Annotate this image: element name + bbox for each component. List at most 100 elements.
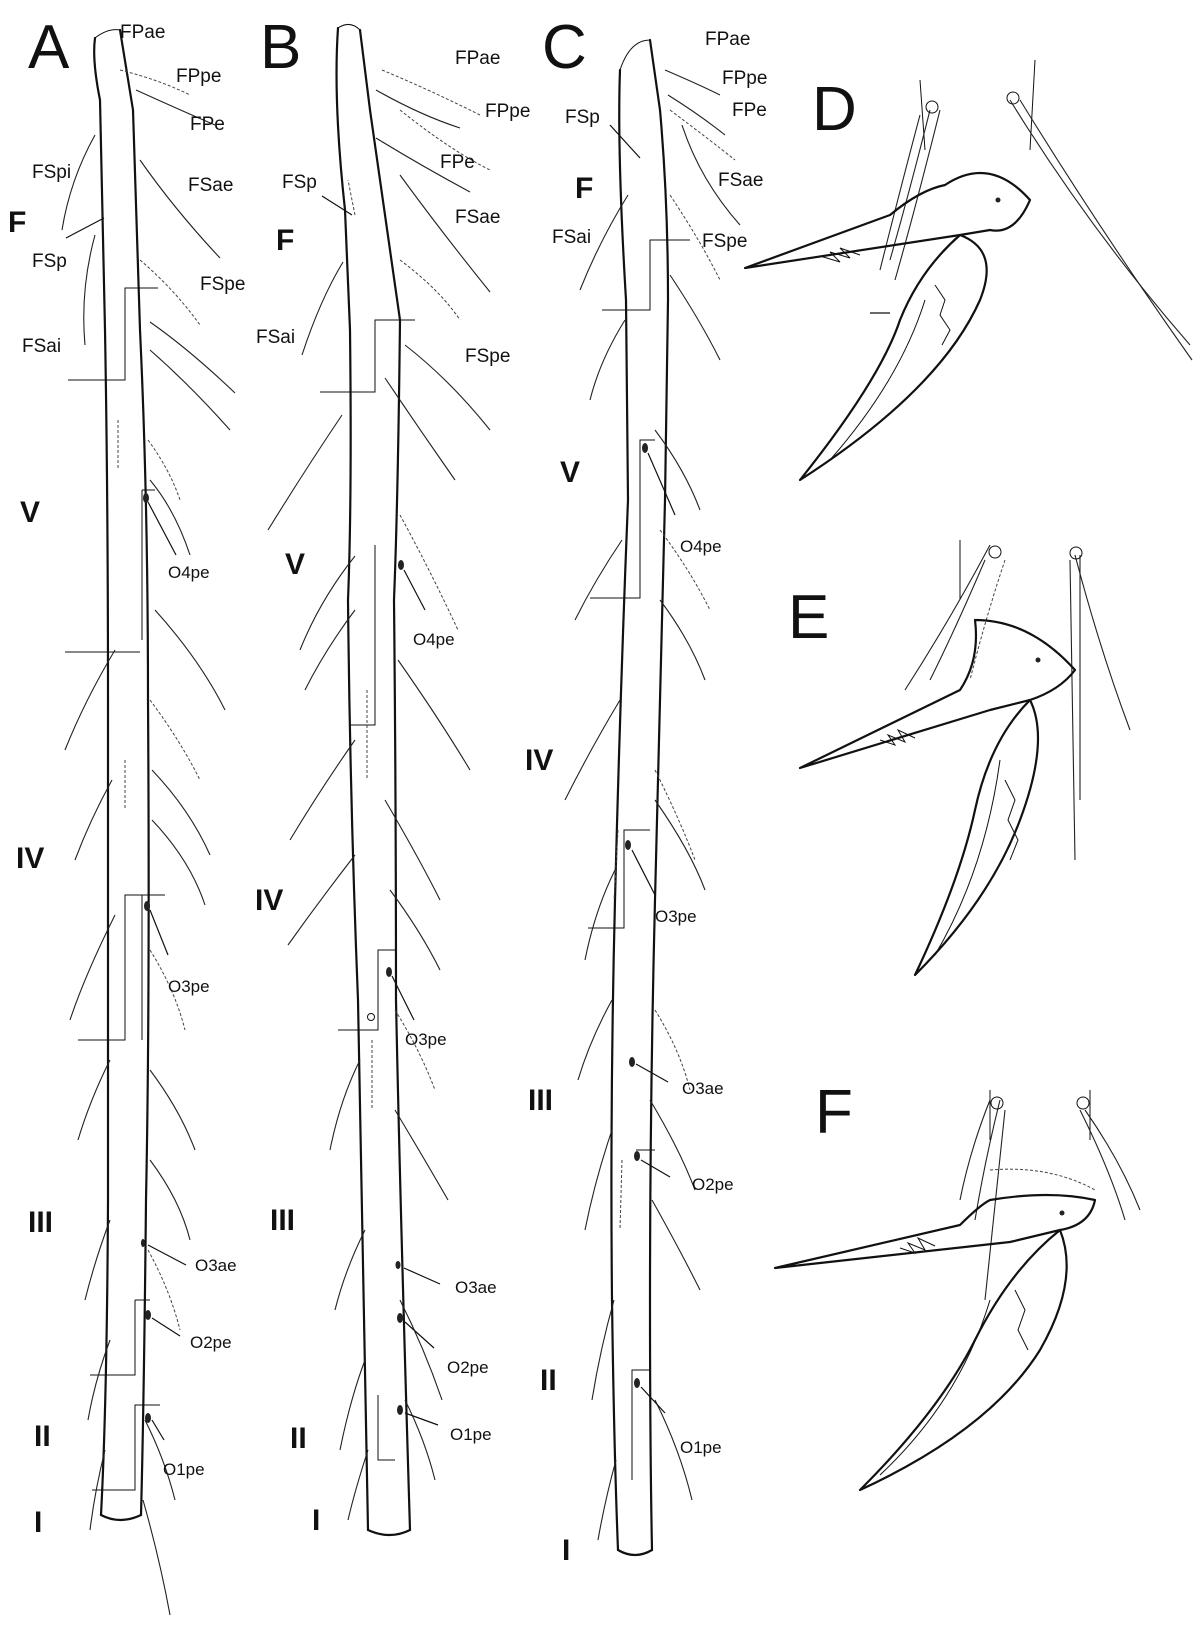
panel-d-teeth <box>935 285 950 345</box>
panel-e-seta <box>1070 560 1075 860</box>
panel-b-seta-dashed <box>382 70 480 115</box>
panel-a-seta-dashed <box>148 440 180 500</box>
panel-d-letter: D <box>812 75 857 144</box>
panel-e-pore <box>1036 658 1041 663</box>
panel-a-seta <box>78 1060 110 1140</box>
panel-b-label-o2pe: O2pe <box>447 1358 489 1377</box>
panel-c-organ-o1pe <box>634 1378 640 1388</box>
panel-c-arrow <box>610 125 640 158</box>
panel-d-seta <box>890 110 930 260</box>
panel-c-arrow <box>648 453 675 515</box>
panel-a-organ-o3ae <box>141 1239 145 1247</box>
panel-b-seta <box>330 1060 360 1150</box>
panel-c-seta <box>652 1200 700 1290</box>
panel-b-seta <box>340 1360 365 1450</box>
panel-a-organ-o3pe <box>144 901 150 911</box>
panel-a-segment-v: V <box>20 496 40 529</box>
panel-b-organ-ring <box>368 1014 375 1021</box>
panel-c-seta <box>592 1300 614 1400</box>
panel-a-segment-f: F <box>8 206 26 239</box>
panel-b-seta <box>376 90 460 128</box>
panel-e-seta <box>1075 555 1130 730</box>
panel-c-segment-border-f <box>602 240 690 310</box>
panel-a-arrow <box>152 1318 180 1336</box>
panel-a-label-o4pe: O4pe <box>168 563 210 582</box>
panel-a-label-o3ae: O3ae <box>195 1256 237 1275</box>
panel-a-seta-dashed <box>140 260 200 325</box>
panel-d-pore <box>996 198 1001 203</box>
panel-a-label-fpae: FPae <box>120 22 165 43</box>
panel-b-seta <box>395 1110 448 1200</box>
panel-c-label-o3ae: O3ae <box>682 1079 724 1098</box>
panel-b-organ-o3pe <box>386 967 392 977</box>
panel-b-segment-border-ii <box>378 1395 395 1460</box>
panel-f-unguis <box>860 1230 1067 1490</box>
panel-f-seta <box>1080 1110 1125 1220</box>
panel-d: D <box>745 60 1192 480</box>
panel-c-segment-ii: II <box>540 1364 557 1397</box>
panel-e-inner-line <box>935 760 1000 955</box>
panel-b-segment-i: I <box>312 1504 320 1537</box>
panel-b-antenna-tip <box>338 24 360 30</box>
panel-a-segment-border-iii <box>90 1300 135 1375</box>
panel-a-label-fspe: FSpe <box>200 274 245 295</box>
panel-f-socket <box>1077 1097 1089 1109</box>
panel-b-label-o3ae: O3ae <box>455 1278 497 1297</box>
panel-b-segment-border-v <box>350 545 375 725</box>
panel-c-organ-o2pe <box>634 1151 640 1161</box>
panel-a-segment-iv: IV <box>16 842 44 875</box>
panel-e-empodium <box>800 620 1075 768</box>
panel-e: E <box>788 540 1130 975</box>
panel-c-antenna-right-edge <box>650 40 668 1550</box>
panel-c-segment-iv: IV <box>525 744 553 777</box>
panel-b-seta-dashed <box>395 1010 435 1090</box>
panel-b-segment-border-iv <box>338 950 395 1030</box>
panel-a-organ-o2pe <box>145 1310 151 1320</box>
panel-d-inner-line <box>830 300 925 460</box>
panel-a-seta-dashed <box>150 700 200 780</box>
panel-b: B <box>255 13 530 1537</box>
panel-a-segment-border-f <box>68 288 158 380</box>
panel-b-seta <box>268 415 342 530</box>
panel-a-seta <box>150 1160 190 1240</box>
panel-c-arrow <box>641 1160 670 1177</box>
panel-b-seta-dashed <box>400 515 458 630</box>
panel-a-label-fsai: FSai <box>22 336 61 357</box>
panel-f-seta <box>985 1110 1005 1300</box>
panel-a-segment-i: I <box>34 1506 42 1539</box>
panel-b-seta <box>390 890 440 970</box>
panel-b-organ-o2pe <box>397 1313 403 1323</box>
panel-a-arrow <box>150 910 168 955</box>
panel-c-segment-v: V <box>560 456 580 489</box>
panel-c-seta <box>655 430 700 510</box>
panel-a-label-fsae: FSae <box>188 175 233 196</box>
panel-b-arrow <box>405 1413 438 1425</box>
panel-c-label-fsae: FSae <box>718 170 763 191</box>
panel-c-segment-iii: III <box>528 1084 553 1117</box>
panel-a-seta <box>84 235 95 345</box>
panel-c-seta <box>578 1000 612 1080</box>
panel-d-seta <box>1020 100 1192 360</box>
panel-c-seta <box>655 800 705 890</box>
panel-b-seta <box>405 1400 435 1480</box>
panel-a-organ-o1pe <box>145 1413 151 1423</box>
panel-c-seta <box>585 870 615 960</box>
panel-b-label-fspe: FSpe <box>465 346 510 367</box>
panel-e-unguis <box>915 700 1038 975</box>
panel-b-label-fppe: FPpe <box>485 101 530 122</box>
panel-f-outline-dashed <box>990 1169 1095 1190</box>
panel-a-seta <box>152 770 210 855</box>
panel-a-seta <box>155 610 225 710</box>
panel-a-label-fppe: FPpe <box>176 66 221 87</box>
panel-c-segment-f: F <box>575 172 593 205</box>
panel-a-label-o2pe: O2pe <box>190 1333 232 1352</box>
panel-a-label-fsp: FSp <box>32 251 67 272</box>
panel-f-empodium <box>775 1195 1095 1268</box>
panel-c-seta <box>585 1130 612 1230</box>
panel-f-teeth <box>1015 1290 1028 1350</box>
panel-c-label-fsp: FSp <box>565 107 600 128</box>
panel-c-letter: C <box>542 13 587 82</box>
panel-b-seta-dashed <box>400 260 460 320</box>
panel-a-arrow <box>148 502 176 555</box>
panel-c-organ-o4pe <box>642 443 648 453</box>
